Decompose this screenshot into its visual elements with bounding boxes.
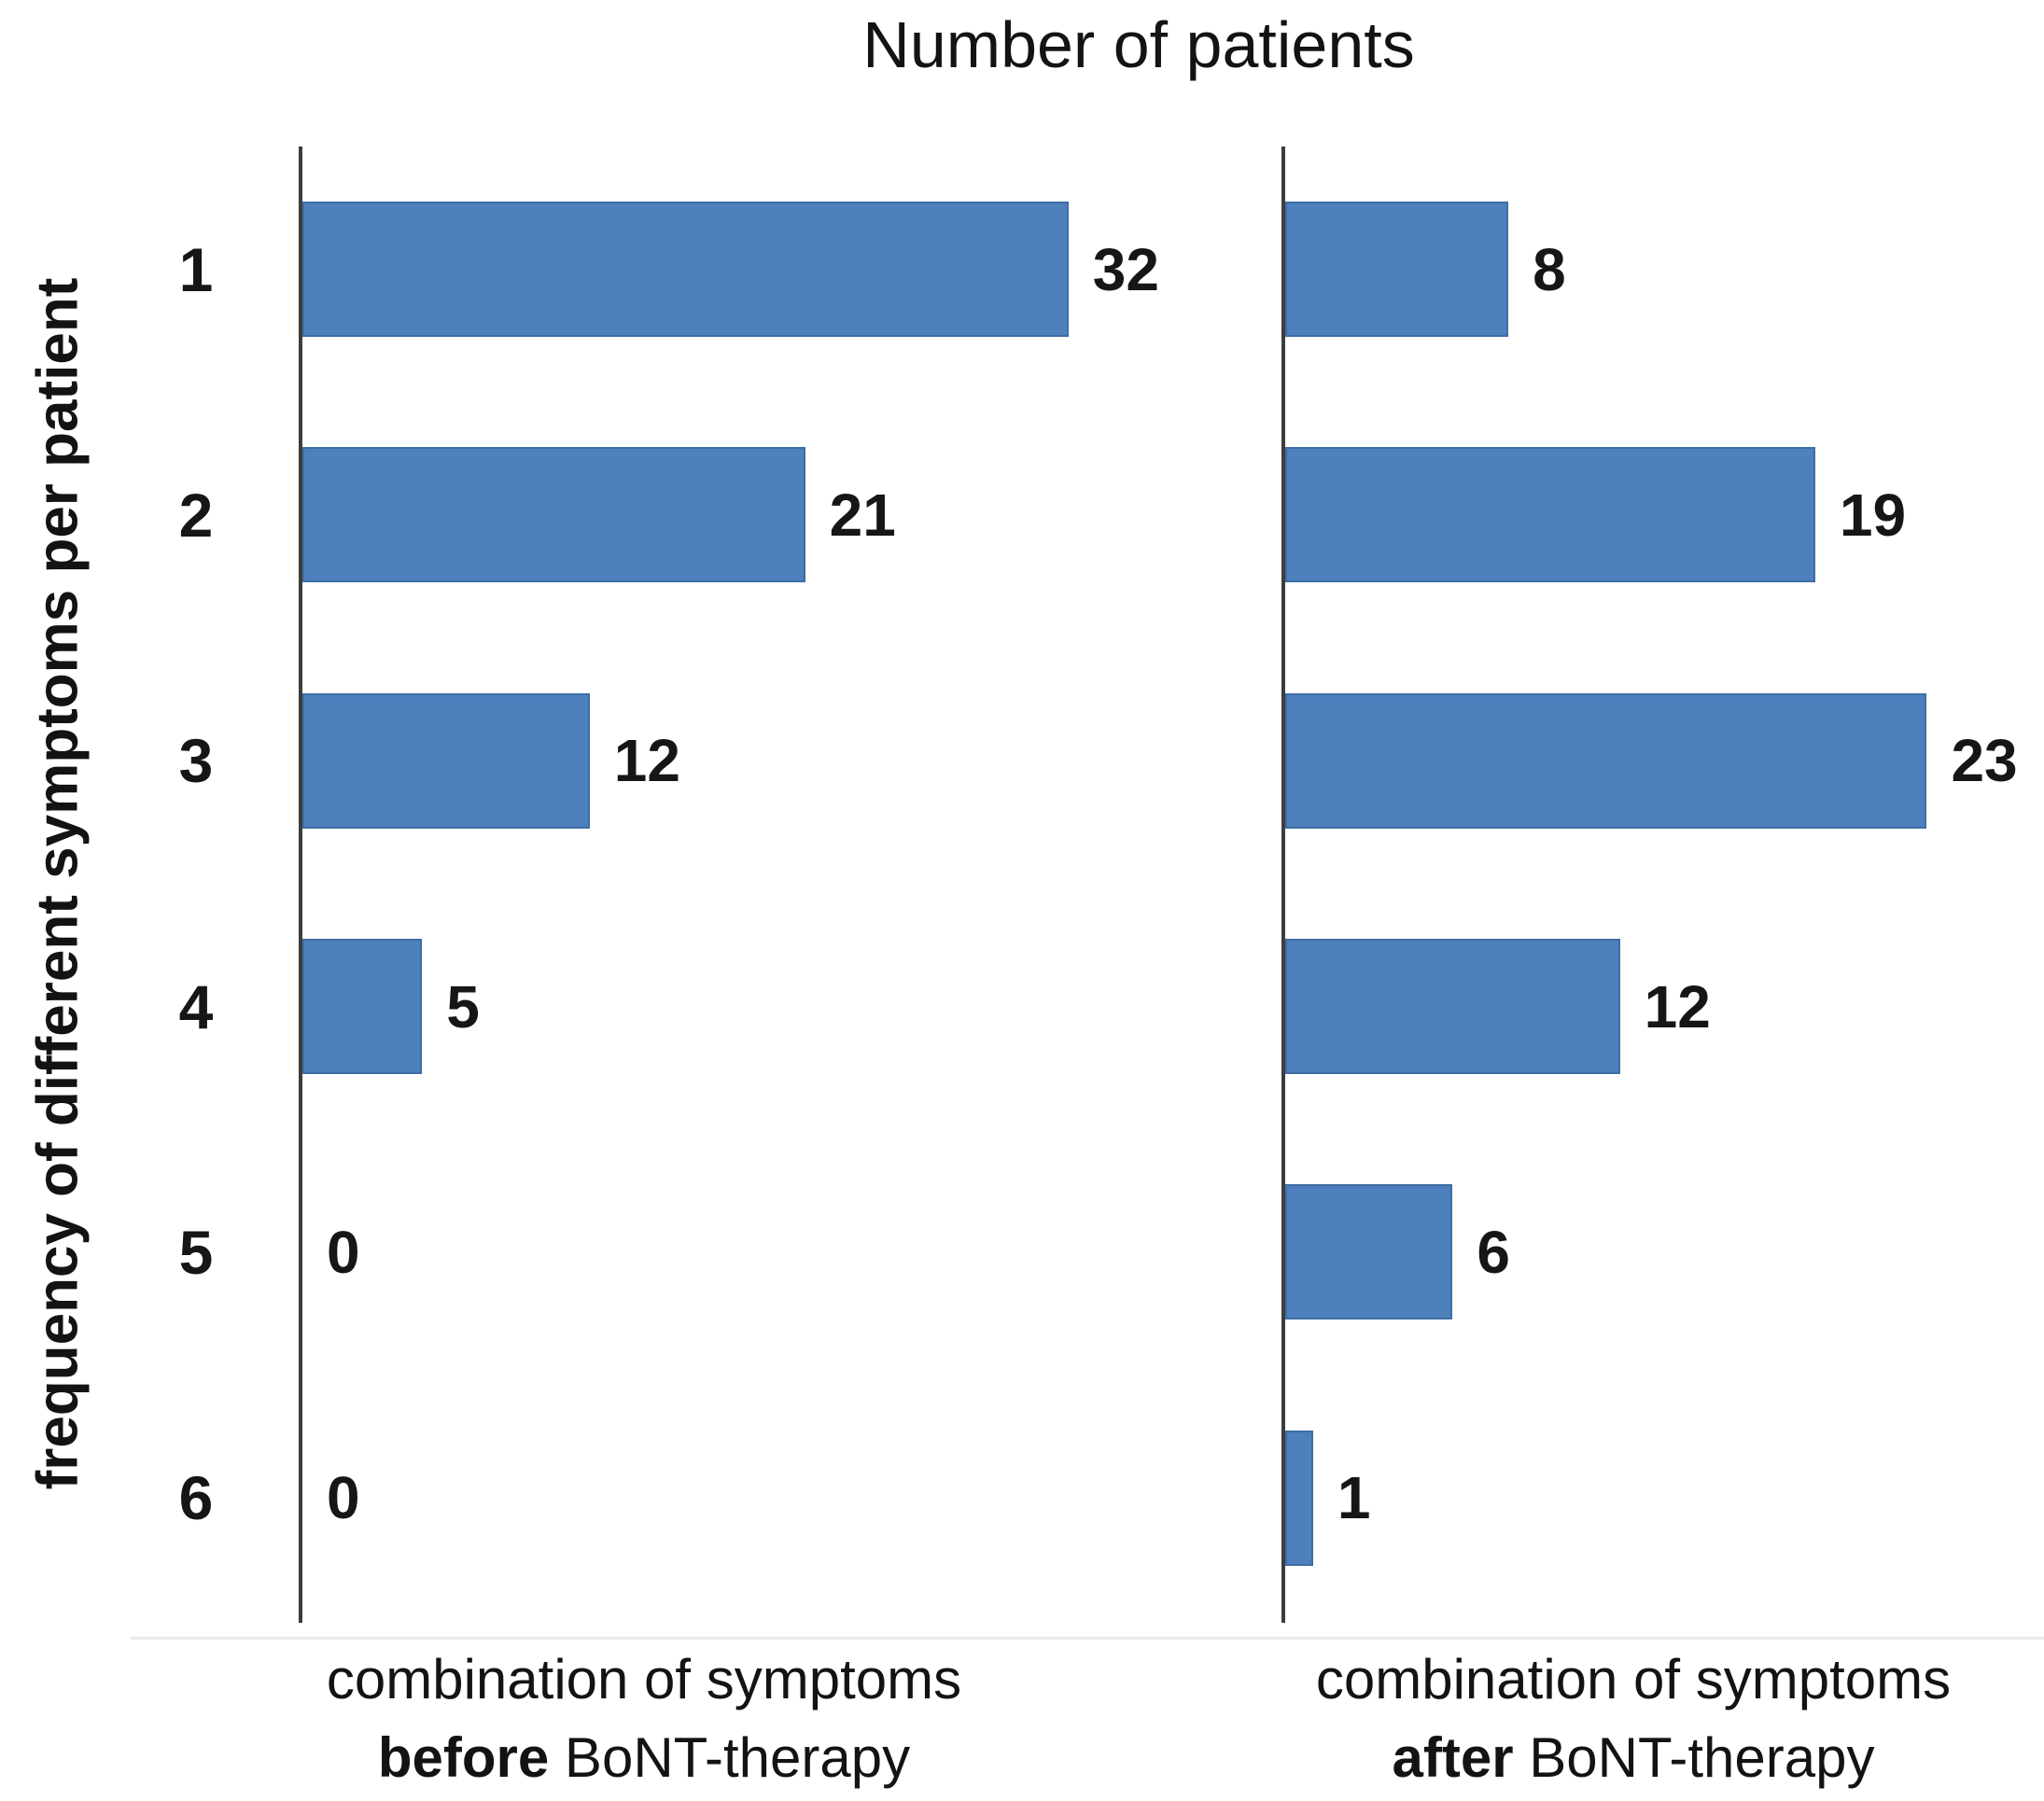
y-axis-label: frequency of different symptoms per pati… (25, 277, 91, 1490)
bar-row: 23 (1285, 638, 2044, 884)
caption-before-rest: BoNT-therapy (549, 1726, 911, 1789)
bar-value-label: 21 (829, 481, 896, 549)
bar-value-label: 0 (327, 1464, 360, 1532)
category-label: 1 (178, 234, 214, 304)
bar (302, 692, 590, 829)
bar (1285, 939, 1620, 1075)
bar-row: 32 (302, 147, 1260, 392)
chart-title: Number of patients (862, 8, 1415, 81)
caption-before-line1: combination of symptoms (326, 1648, 962, 1710)
bar (1285, 1184, 1453, 1320)
category-label: 6 (178, 1463, 214, 1533)
category-label: 4 (178, 971, 214, 1041)
bar-row: 21 (302, 392, 1260, 637)
bar-row: 6 (1285, 1129, 2044, 1375)
bar-row: 5 (302, 884, 1260, 1129)
category-label: 2 (178, 480, 214, 550)
bar (1285, 447, 1815, 583)
bar-value-label: 6 (1477, 1218, 1510, 1286)
bar (302, 202, 1069, 338)
bar-value-label: 1 (1337, 1464, 1371, 1532)
bar-value-label: 0 (327, 1218, 360, 1286)
plot-area-before: 32 21 12 5 0 0 (302, 147, 1260, 1621)
bar-value-label: 23 (1951, 727, 2018, 795)
bar-row: 12 (1285, 884, 2044, 1129)
caption-after-bold-word: after (1392, 1726, 1514, 1789)
category-labels: 1 2 3 4 5 6 (121, 147, 271, 1621)
bar-row: 1 (1285, 1375, 2044, 1621)
bar-value-label: 8 (1533, 235, 1566, 303)
bar-value-label: 12 (1644, 972, 1711, 1040)
bar (1285, 692, 1927, 829)
caption-before-bold-word: before (377, 1726, 550, 1789)
bar-value-label: 5 (446, 972, 480, 1040)
caption-after: combination of symptoms after BoNT-thera… (1223, 1640, 2044, 1797)
category-label: 5 (178, 1217, 214, 1287)
bar-value-label: 19 (1839, 481, 1907, 549)
baseline-rule (131, 1637, 2044, 1640)
bar (302, 447, 805, 583)
bar-row: 0 (302, 1129, 1260, 1375)
bar (302, 939, 423, 1075)
bar-row: 8 (1285, 147, 2044, 392)
plot-area-after: 8 19 23 12 6 1 (1285, 147, 2044, 1621)
category-label: 3 (178, 726, 214, 796)
caption-after-line1: combination of symptoms (1315, 1648, 1952, 1710)
caption-after-rest: BoNT-therapy (1513, 1726, 1875, 1789)
bar-value-label: 32 (1092, 235, 1159, 303)
bar-row: 19 (1285, 392, 2044, 637)
bar (1285, 1430, 1313, 1566)
bar-row: 0 (302, 1375, 1260, 1621)
value-axis-line-after (1281, 147, 1285, 1623)
bar-value-label: 12 (613, 727, 680, 795)
bar (1285, 202, 1509, 338)
value-axis-line-before (299, 147, 302, 1623)
caption-before: combination of symptoms before BoNT-ther… (233, 1640, 1055, 1797)
bar-row: 12 (302, 638, 1260, 884)
